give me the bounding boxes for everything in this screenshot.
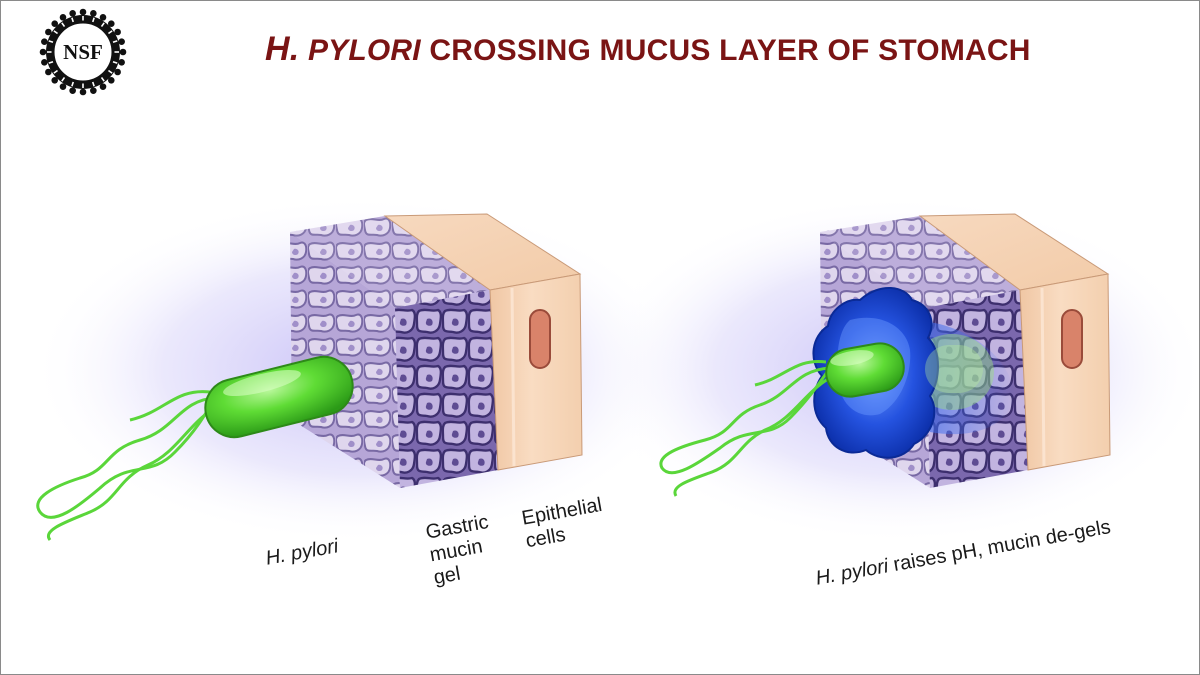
gear-ray	[107, 30, 113, 35]
nucleus-left	[529, 309, 551, 369]
gear-ray	[112, 60, 118, 64]
mucin-front-face	[395, 290, 498, 488]
title-species: PYLORI	[307, 34, 421, 67]
gear-tooth	[79, 8, 87, 16]
epithelial-edge-highlight-right	[1040, 287, 1046, 467]
gear-ray	[48, 40, 54, 44]
gear-ray	[48, 60, 54, 64]
bacterium-right	[825, 342, 905, 398]
flagella-left	[36, 390, 221, 541]
gear-tooth	[59, 14, 67, 21]
gear-ray	[112, 40, 118, 44]
gear-tooth	[114, 28, 121, 36]
gear-ray	[71, 81, 75, 87]
gear-tooth	[119, 48, 127, 56]
mucin-top-face-shade	[290, 216, 490, 308]
gear-tooth	[45, 28, 52, 36]
gear-ray	[100, 22, 105, 28]
gear-tooth	[69, 87, 76, 94]
bacterium-left	[204, 355, 354, 439]
gear-tooth	[59, 83, 67, 90]
gear-ray	[91, 81, 95, 87]
mucin-side-face-shade	[290, 232, 400, 488]
gear-tooth	[107, 76, 115, 84]
gear-tooth	[45, 68, 52, 76]
gear-tooth	[99, 14, 107, 21]
gear-ray	[71, 17, 75, 23]
mucin-top-face-right-shade	[820, 216, 1020, 308]
nsf-logo: NSF	[39, 8, 127, 96]
gear-ray	[61, 76, 66, 82]
gear-ray	[107, 69, 113, 74]
gear-tooth	[118, 38, 125, 45]
epithelial-edge-highlight	[510, 287, 516, 467]
gear-tooth	[41, 59, 48, 66]
tissue-block-left	[290, 213, 583, 488]
gear-tooth	[118, 59, 125, 66]
flagella-right	[659, 359, 836, 497]
gear-ray	[91, 17, 95, 23]
epithelial-front-face-right	[1019, 273, 1111, 471]
nsf-logo-text: NSF	[63, 40, 103, 64]
gear-tooth	[79, 88, 87, 96]
gear-tooth	[90, 10, 97, 17]
gear-tooth	[114, 68, 121, 76]
label-gastric-mucin-gel: Gastric mucin gel	[424, 511, 498, 590]
title-genus: H.	[265, 30, 300, 68]
mucin-top-face	[290, 216, 490, 308]
epithelial-front-face	[489, 273, 583, 471]
gear-ray	[53, 30, 59, 35]
gear-tooth	[51, 20, 59, 28]
title-rest: CROSSING MUCUS LAYER OF STOMACH	[420, 34, 1031, 67]
nucleus-right	[1061, 309, 1083, 369]
gear-tooth	[41, 38, 48, 45]
gear-ray	[61, 22, 66, 28]
gear-ray	[53, 69, 59, 74]
gear-ray	[100, 76, 105, 82]
gear-tooth	[90, 87, 97, 94]
gear-tooth	[51, 76, 59, 84]
page-title: H. PYLORI CROSSING MUCUS LAYER OF STOMAC…	[265, 30, 1030, 69]
gear-tooth	[69, 10, 76, 17]
gear-tooth	[107, 20, 115, 28]
gear-tooth	[99, 83, 107, 90]
mucin-side-face	[290, 232, 400, 488]
gear-tooth	[39, 48, 47, 56]
bacterium-ghost	[925, 345, 983, 393]
mucin-top-face-right	[820, 216, 1020, 308]
